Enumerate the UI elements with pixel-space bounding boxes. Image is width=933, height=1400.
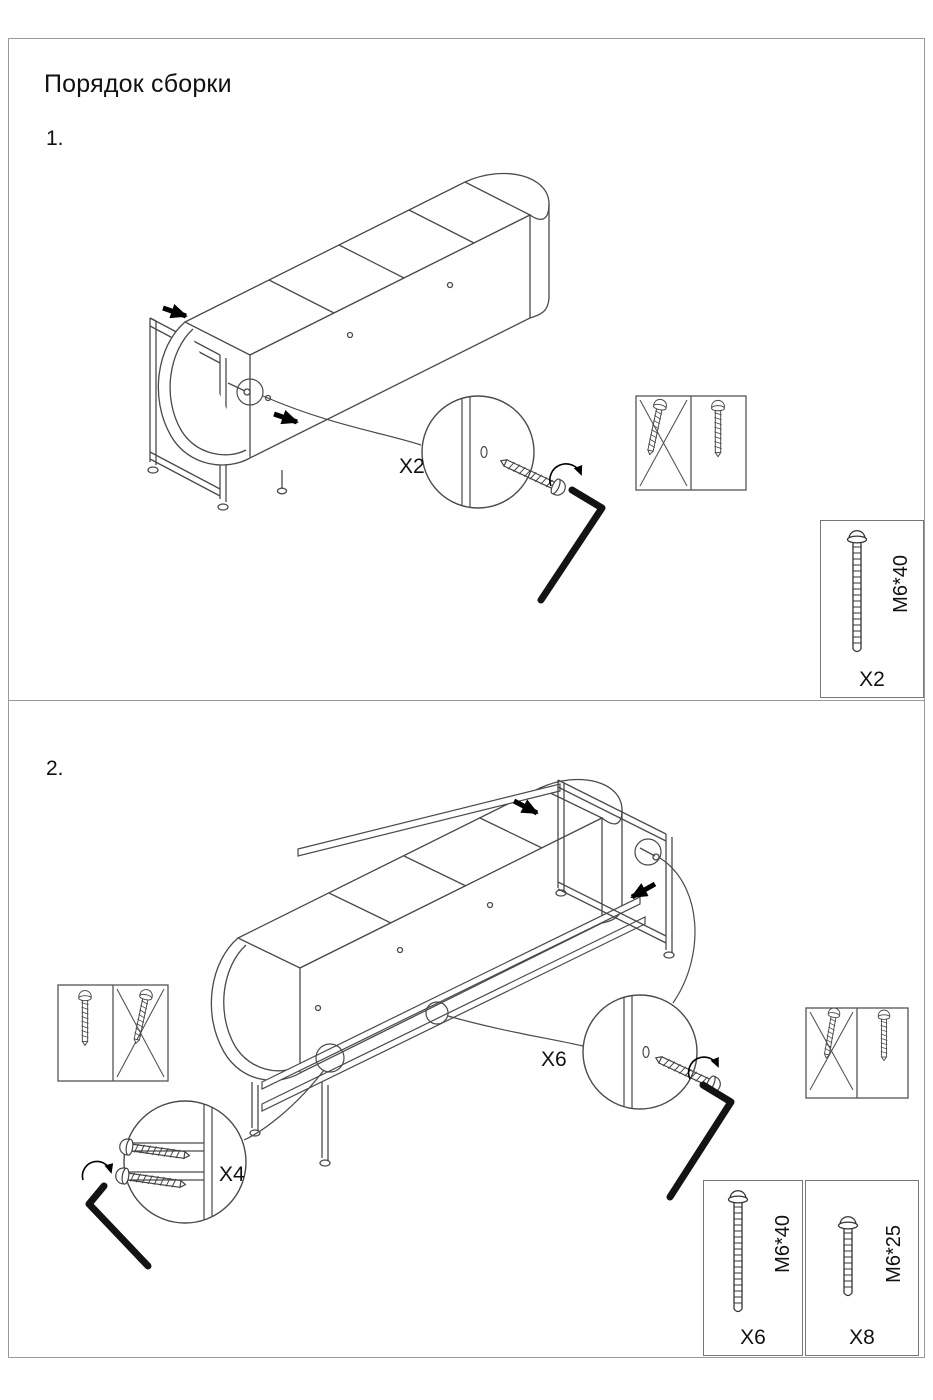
allen-key-icon [81, 1160, 152, 1270]
screw-usage-warning-icon [805, 1006, 909, 1099]
step-divider-line [8, 700, 925, 701]
bolt-m6x25-icon [837, 1216, 859, 1297]
allen-key-icon [666, 1056, 735, 1201]
stretcher-rails [261, 783, 646, 1112]
screw-usage-warning-icon [635, 395, 747, 491]
callout-marker [236, 378, 422, 446]
bolt-qty-label: X8 [849, 1326, 875, 1349]
cabinet-body [210, 778, 623, 1081]
callout-marker [243, 838, 696, 1141]
step-2-number: 2. [46, 757, 64, 780]
page-title: Порядок сборки [44, 70, 232, 98]
rotation-arrow-icon [549, 463, 583, 487]
bolt-size-label: M6*40 [890, 555, 912, 613]
assembly-arrow-icon [512, 798, 657, 900]
hardware-legend-step2-m6x25: M6*25 X8 [805, 1180, 919, 1356]
bolt-qty-label: X2 [859, 668, 885, 691]
step-2-side-screw-qty-callout: X6 [541, 1048, 567, 1071]
step-1-illustration [147, 172, 747, 604]
allen-key-icon [537, 463, 606, 604]
step-1-number: 1. [46, 127, 64, 150]
bolt-m6x40-icon [846, 530, 868, 653]
bolt-size-label: M6*40 [772, 1215, 794, 1273]
rotation-arrow-icon [687, 1056, 719, 1080]
screw-usage-warning-icon [57, 984, 169, 1082]
bolt-size-label: M6*25 [883, 1225, 905, 1283]
step-1-screw-qty-callout: X2 [399, 455, 425, 478]
left-leg-frame [249, 1082, 331, 1167]
page-border [8, 38, 925, 1358]
detail-magnifier-circle-x4 [114, 1100, 247, 1224]
step-2-corner-screw-qty-callout: X4 [219, 1163, 245, 1186]
cabinet-body [157, 172, 550, 495]
hardware-legend-step1-m6x40: M6*40 X2 [820, 520, 924, 698]
detail-magnifier-circle [421, 395, 569, 509]
bolt-qty-label: X6 [740, 1326, 766, 1349]
rotation-arrow-icon [81, 1160, 114, 1181]
leg-frame [555, 779, 675, 959]
assembly-arrow-icon [162, 303, 299, 425]
step-2-illustration [57, 778, 909, 1270]
bolt-m6x40-icon [727, 1190, 749, 1313]
detail-magnifier-circle-x6 [582, 994, 724, 1110]
hardware-legend-step2-m6x40: M6*40 X6 [703, 1180, 803, 1356]
